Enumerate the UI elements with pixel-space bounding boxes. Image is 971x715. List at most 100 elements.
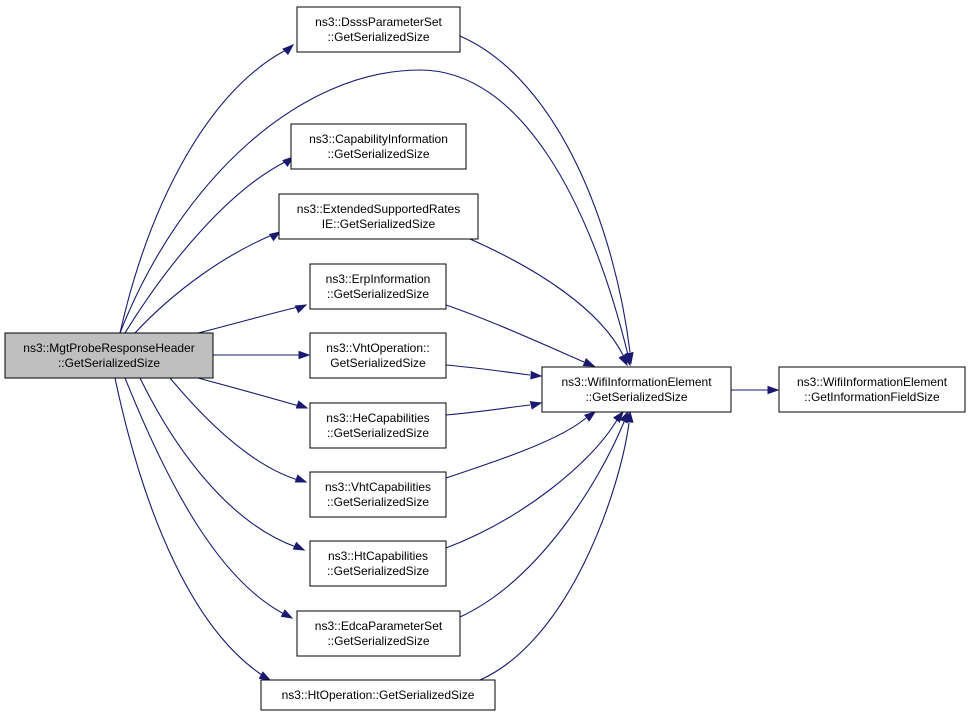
arrowhead-icon [280,609,294,619]
edge-line [459,421,625,618]
node-label: ns3::EdcaParameterSet [315,619,443,633]
edge-wie-to-wiefield [731,385,780,395]
arrowhead-icon [530,370,543,380]
edge-htcap-to-wie [445,410,624,549]
node-label: GetSerializedSize [330,356,426,370]
node-htop[interactable]: ns3::HtOperation::GetSerializedSize [260,679,496,711]
arrowhead-icon [295,400,309,409]
edge-line [479,422,630,681]
arrowhead-icon [294,304,308,314]
node-label: ns3::ErpInformation [326,272,431,286]
node-label: ns3::WifiInformationElement [797,375,948,389]
node-box[interactable] [309,263,447,310]
node-capinfo[interactable]: ns3::CapabilityInformation::GetSerialize… [290,123,467,170]
edge-line [445,419,618,549]
edge-line [197,306,299,334]
node-box[interactable] [309,402,447,449]
node-label: ns3::MgtProbeResponseHeader [23,341,194,355]
edge-root-to-vhtop [213,350,311,360]
node-box[interactable] [260,679,496,711]
edge-hecap-to-wie [445,401,543,416]
edge-vhtcap-to-wie [445,411,597,479]
arrowhead-icon [282,44,295,56]
edge-line [197,377,300,407]
edge-root-to-extrates [134,231,282,334]
edge-line [445,304,585,363]
edge-line [119,49,287,334]
edge-line [139,377,297,548]
node-extrates[interactable]: ns3::ExtendedSupportedRatesIE::GetSerial… [278,193,479,240]
node-wie[interactable]: ns3::WifiInformationElement::GetSerializ… [541,366,732,413]
edge-htop-to-wie [479,410,634,681]
arrowhead-icon [258,671,272,681]
node-label: ::GetSerializedSize [327,287,429,301]
node-label: ns3::CapabilityInformation [309,132,448,146]
node-box[interactable] [778,366,966,413]
node-box[interactable] [541,366,732,413]
edge-line [445,404,531,416]
edge-root-to-erp [197,304,308,334]
arrowhead-icon [625,351,634,365]
edge-line [124,161,286,334]
node-dsss[interactable]: ns3::DsssParameterSet::GetSerializedSize [296,6,461,53]
edge-root-to-edca [124,377,294,619]
node-vhtop[interactable]: ns3::VhtOperation::GetSerializedSize [309,332,447,379]
node-box[interactable] [4,332,214,379]
node-label: ::GetSerializedSize [327,564,429,578]
edge-line [445,417,587,479]
node-label: ::GetSerializedSize [327,30,429,44]
arrowhead-icon [613,410,624,423]
node-label: ::GetSerializedSize [58,356,160,370]
edge-root-to-htcap [139,377,306,551]
node-hecap[interactable]: ns3::HeCapabilities::GetSerializedSize [309,402,447,449]
edge-line [124,377,285,615]
node-label: ns3::HtOperation::GetSerializedSize [282,688,475,702]
edge-edca-to-wie [459,410,629,618]
node-box[interactable] [309,540,447,587]
arrowhead-icon [298,350,311,360]
node-box[interactable] [278,193,479,240]
node-edca[interactable]: ns3::EdcaParameterSet::GetSerializedSize [296,610,461,657]
arrowhead-icon [624,410,634,423]
node-box[interactable] [309,471,447,518]
arrowhead-icon [582,357,596,367]
edge-vhtop-to-wie [445,364,543,380]
arrowhead-icon [292,541,306,551]
node-label: ::GetSerializedSize [327,426,429,440]
node-label: ns3::HtCapabilities [328,549,428,563]
edge-line [445,364,531,376]
arrowhead-icon [529,401,543,410]
node-root[interactable]: ns3::MgtProbeResponseHeader::GetSerializ… [4,332,214,379]
node-label: ::GetSerializedSize [327,634,429,648]
node-box[interactable] [296,6,461,53]
edge-line [169,377,299,481]
node-wiefield[interactable]: ns3::WifiInformationElement::GetInformat… [778,366,966,413]
edge-line [114,377,263,676]
node-label: ::GetSerializedSize [585,390,687,404]
node-label: ::GetSerializedSize [327,495,429,509]
node-box[interactable] [296,610,461,657]
edge-dsss-to-wie [459,35,634,365]
node-label: ns3::DsssParameterSet [315,15,442,29]
arrowhead-icon [618,353,628,367]
node-erp[interactable]: ns3::ErpInformation::GetSerializedSize [309,263,447,310]
node-label: IE::GetSerializedSize [322,217,436,231]
node-vhtcap[interactable]: ns3::VhtCapabilities::GetSerializedSize [309,471,447,518]
node-label: ::GetSerializedSize [327,147,429,161]
arrowhead-icon [767,385,780,395]
node-box[interactable] [290,123,467,170]
nodes-layer: ns3::MgtProbeResponseHeader::GetSerializ… [4,6,966,711]
node-htcap[interactable]: ns3::HtCapabilities::GetSerializedSize [309,540,447,587]
node-label: ns3::HeCapabilities [326,411,429,425]
node-label: ns3::VhtCapabilities [325,480,431,494]
edge-line [134,234,273,334]
node-label: ns3::WifiInformationElement [561,375,712,389]
arrowhead-icon [268,231,282,242]
edges-layer [114,35,780,681]
edge-line [469,238,624,356]
node-box[interactable] [309,332,447,379]
edge-root-to-dsss [119,44,295,334]
arrowhead-icon [294,474,308,483]
edge-root-to-vhtcap [169,377,308,483]
